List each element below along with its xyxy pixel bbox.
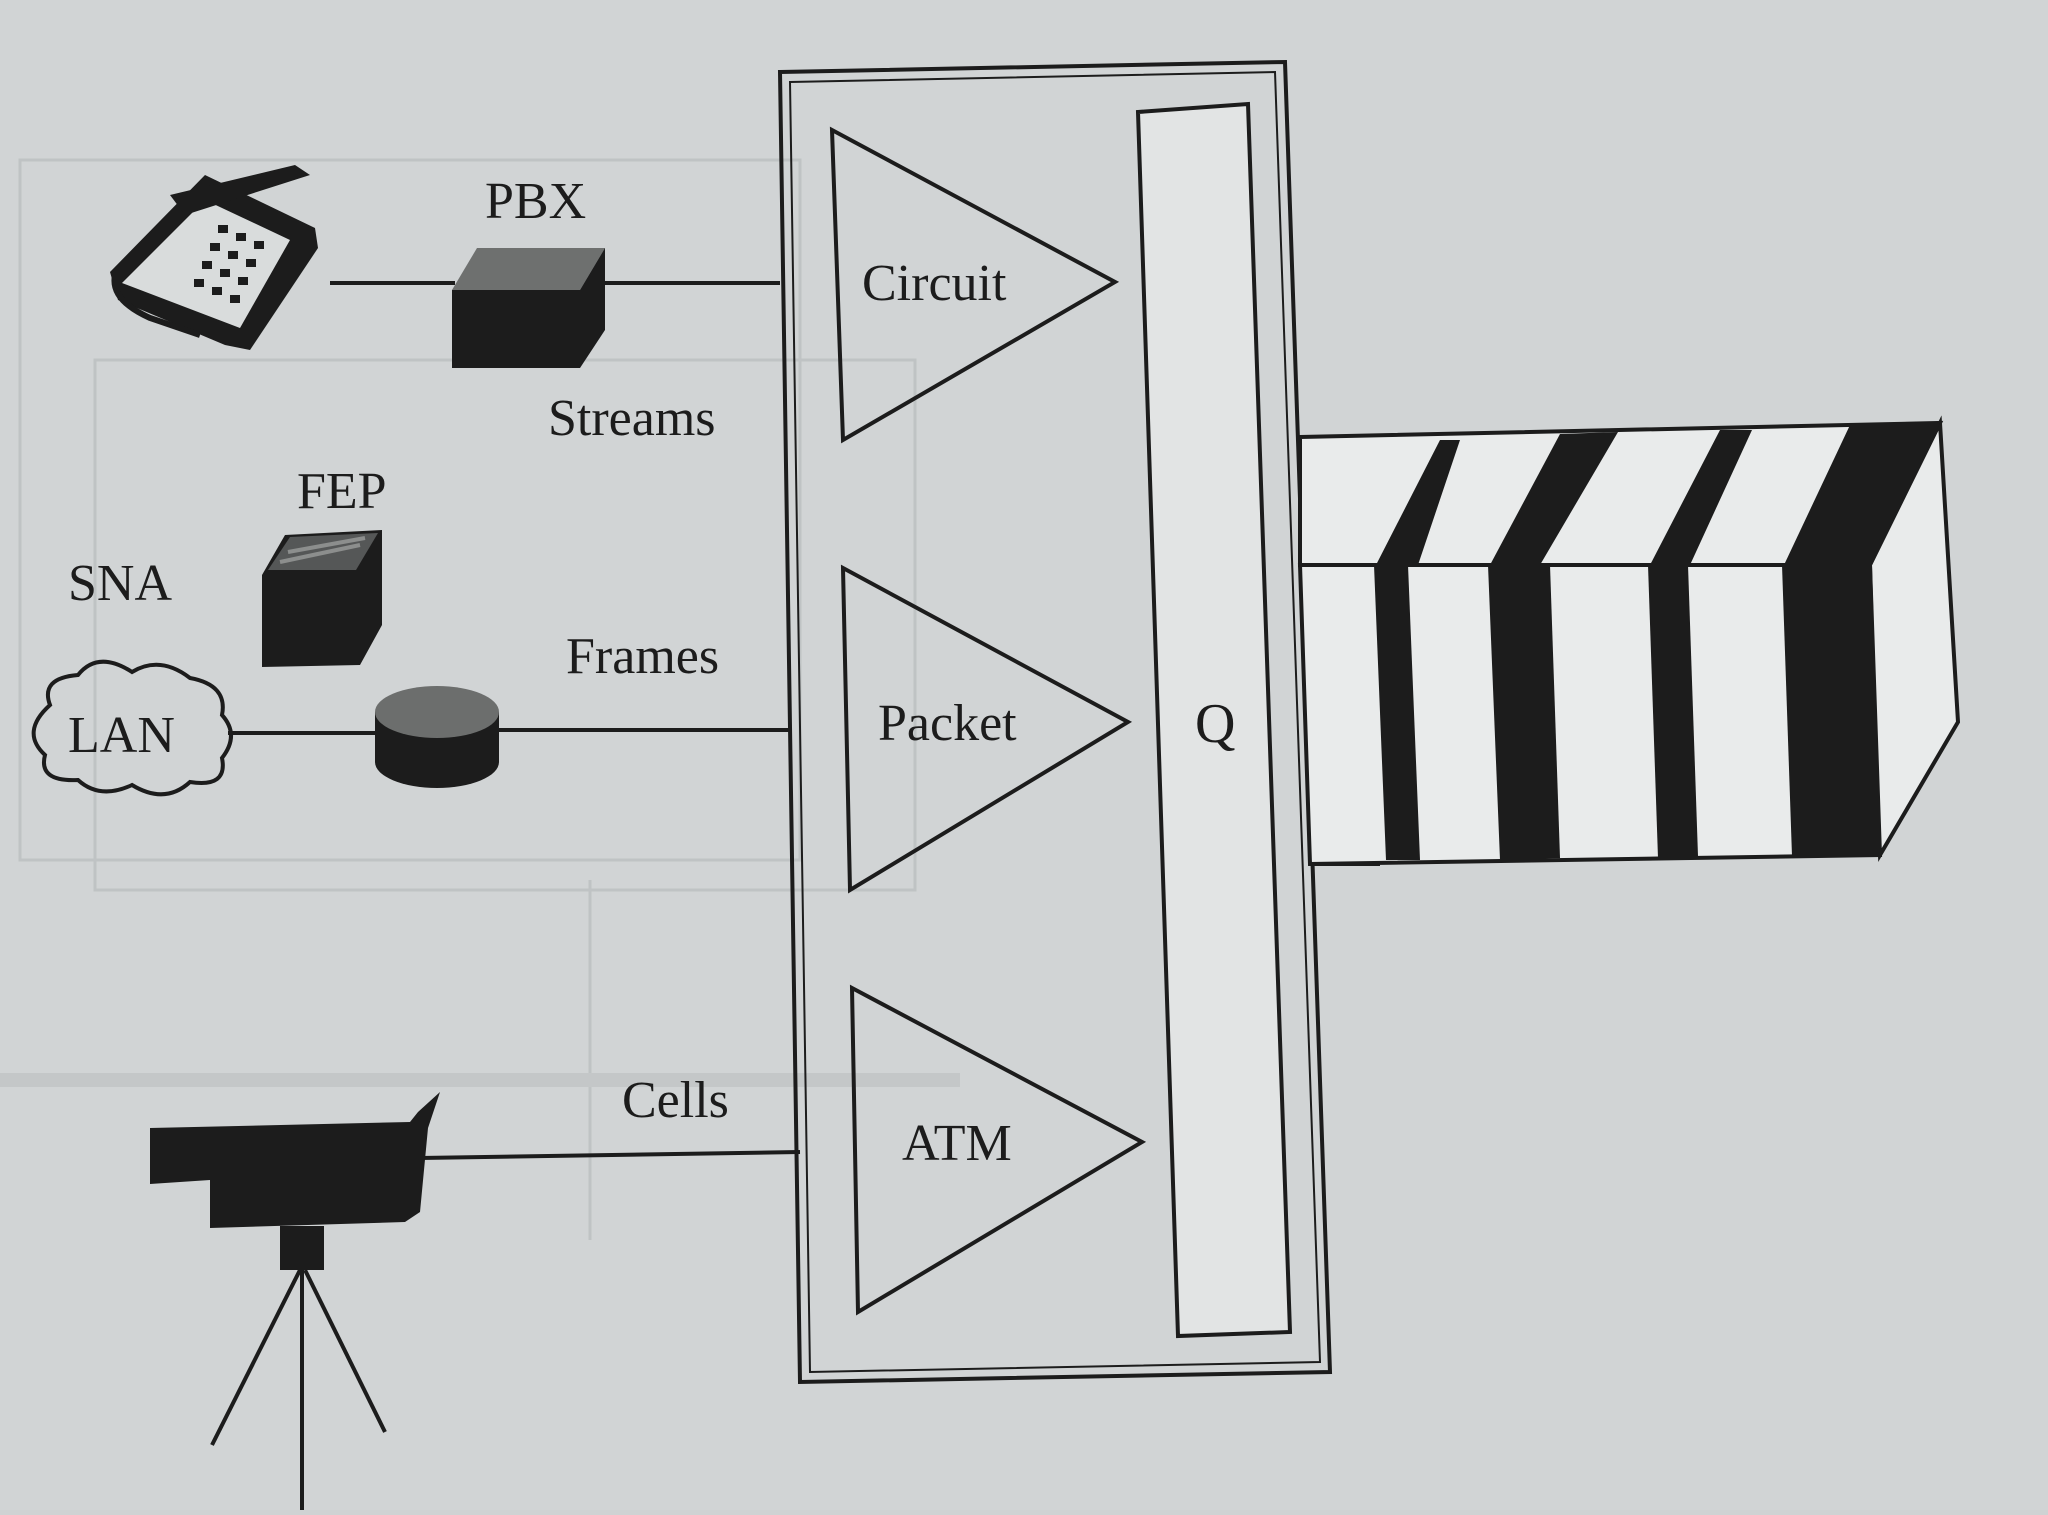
pbx-label: PBX bbox=[485, 173, 586, 230]
video-camera-icon bbox=[150, 1092, 440, 1510]
multiplexer-frame-inner bbox=[788, 70, 1322, 1374]
circuit-label: Circuit bbox=[862, 255, 1007, 312]
queue-buffer bbox=[1135, 101, 1293, 1339]
pbx-box-icon bbox=[452, 248, 605, 368]
atm-label: ATM bbox=[902, 1115, 1012, 1172]
output-trunk bbox=[1297, 415, 1961, 867]
cells-label: Cells bbox=[622, 1072, 729, 1129]
packet-switch-triangle bbox=[840, 564, 1133, 894]
streams-label: Streams bbox=[548, 390, 716, 447]
queue-label: Q bbox=[1195, 693, 1235, 755]
fep-label: FEP bbox=[297, 463, 387, 520]
multiplexer-frame bbox=[777, 59, 1333, 1385]
lan-label: LAN bbox=[68, 707, 175, 764]
router-icon bbox=[375, 686, 499, 788]
sna-label: SNA bbox=[68, 555, 172, 612]
frames-label: Frames bbox=[566, 628, 719, 685]
camera-to-mux-line bbox=[419, 1150, 801, 1160]
atm-switch-triangle bbox=[849, 984, 1147, 1316]
circuit-switch-triangle bbox=[829, 126, 1120, 444]
connection-lines bbox=[228, 281, 801, 1160]
packet-label: Packet bbox=[878, 695, 1017, 752]
multiplexed-data-stripes bbox=[1374, 423, 1940, 860]
telephone-icon bbox=[110, 165, 318, 350]
lan-cloud-icon bbox=[31, 659, 233, 797]
fep-box-icon bbox=[262, 530, 382, 667]
